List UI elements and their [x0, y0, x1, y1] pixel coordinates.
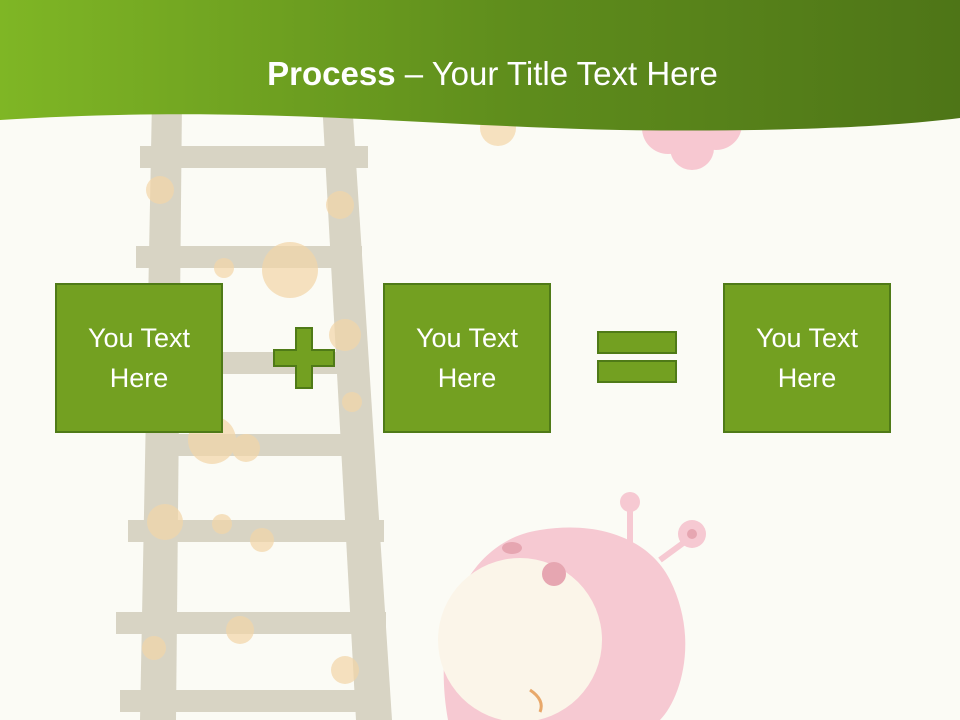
process-box-1-text: You Text Here	[87, 323, 191, 393]
title-separator: –	[395, 55, 432, 92]
process-box-3[interactable]: You Text Here	[723, 283, 891, 433]
equals-icon	[597, 331, 677, 383]
title-bold: Process	[267, 55, 396, 92]
plus-icon	[273, 327, 335, 389]
process-box-1[interactable]: You Text Here	[55, 283, 223, 433]
process-box-2-text: You Text Here	[415, 323, 519, 393]
header-band	[0, 0, 960, 131]
slide-title: Process – Your Title Text Here	[0, 52, 960, 96]
creature-illustration	[438, 492, 706, 720]
process-box-3-text: You Text Here	[755, 323, 859, 393]
process-box-2[interactable]: You Text Here	[383, 283, 551, 433]
title-text: Your Title Text Here	[431, 55, 718, 92]
